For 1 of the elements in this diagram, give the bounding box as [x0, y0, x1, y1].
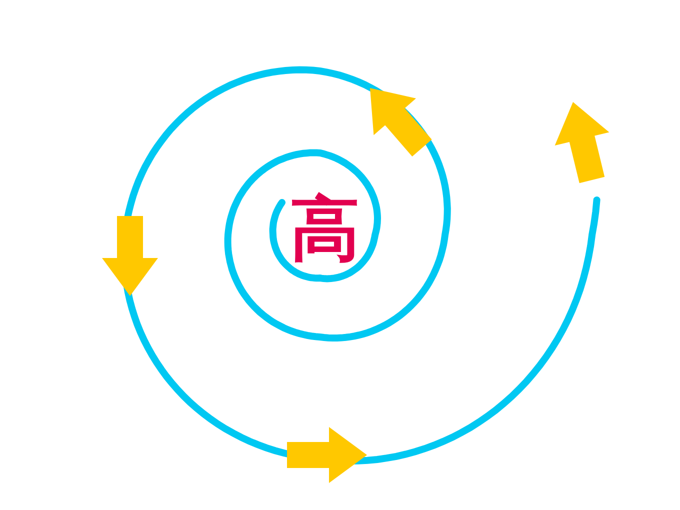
- center-character: 高: [290, 194, 360, 264]
